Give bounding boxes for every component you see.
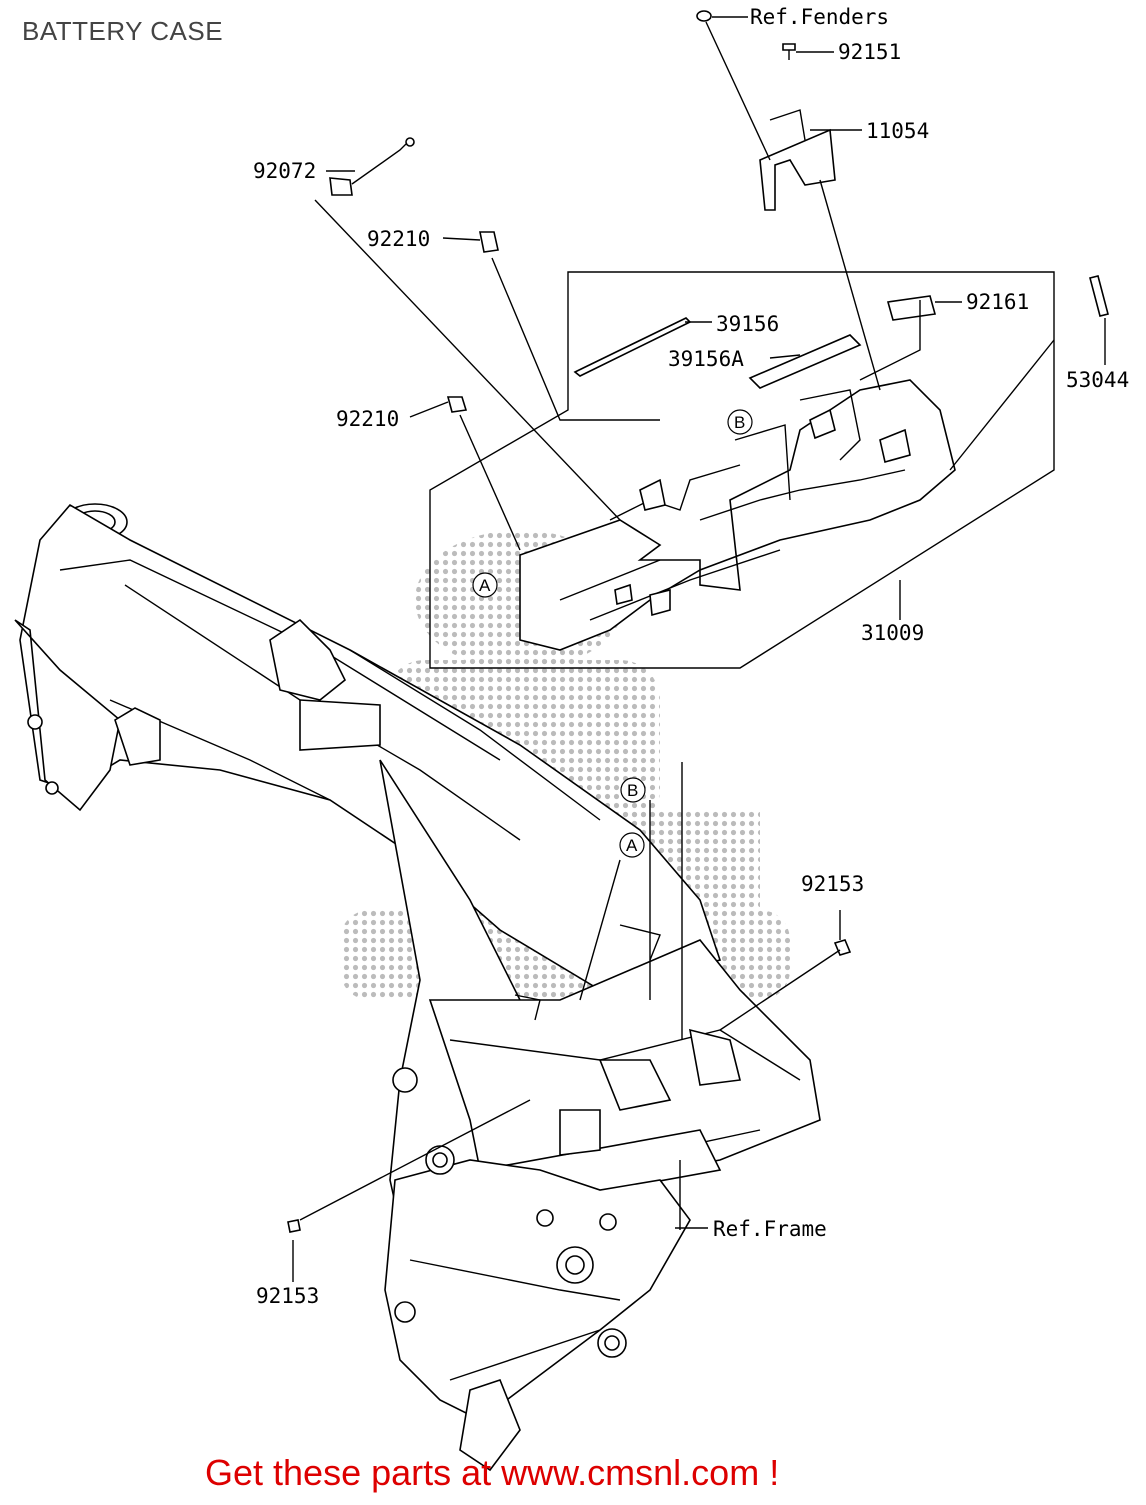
label-92072: 92072 [253,159,316,183]
callout-b-mid: B [620,777,646,803]
motorcycle-frame [14,503,821,1472]
svg-text:B: B [734,413,745,432]
label-ref-fenders: Ref.Fenders [750,5,889,29]
label-92161: 92161 [966,290,1029,314]
leader-lines [292,16,1106,1282]
label-92153-right: 92153 [801,872,864,896]
callout-a-mid: A [619,832,645,858]
label-92151: 92151 [838,40,901,64]
label-11054: 11054 [866,119,929,143]
callout-b-top: B [727,409,753,435]
footer-link-text[interactable]: Get these parts at www.cmsnl.com ! [205,1452,780,1493]
label-39156: 39156 [716,312,779,336]
callout-a-top: A [472,572,498,598]
svg-text:A: A [626,836,638,855]
label-39156a: 39156A [668,347,744,371]
label-92210-mid: 92210 [336,407,399,431]
svg-text:B: B [627,781,638,800]
label-92210-top: 92210 [367,227,430,251]
svg-text:A: A [479,576,491,595]
label-ref-frame: Ref.Frame [713,1217,827,1241]
part-labels: Ref.Fenders 92151 11054 92072 92210 9216… [253,5,1129,1308]
label-31009: 31009 [861,621,924,645]
page-title: BATTERY CASE [22,16,224,46]
label-53044: 53044 [1066,368,1129,392]
battery-case [519,379,956,651]
label-92153-left: 92153 [256,1284,319,1308]
